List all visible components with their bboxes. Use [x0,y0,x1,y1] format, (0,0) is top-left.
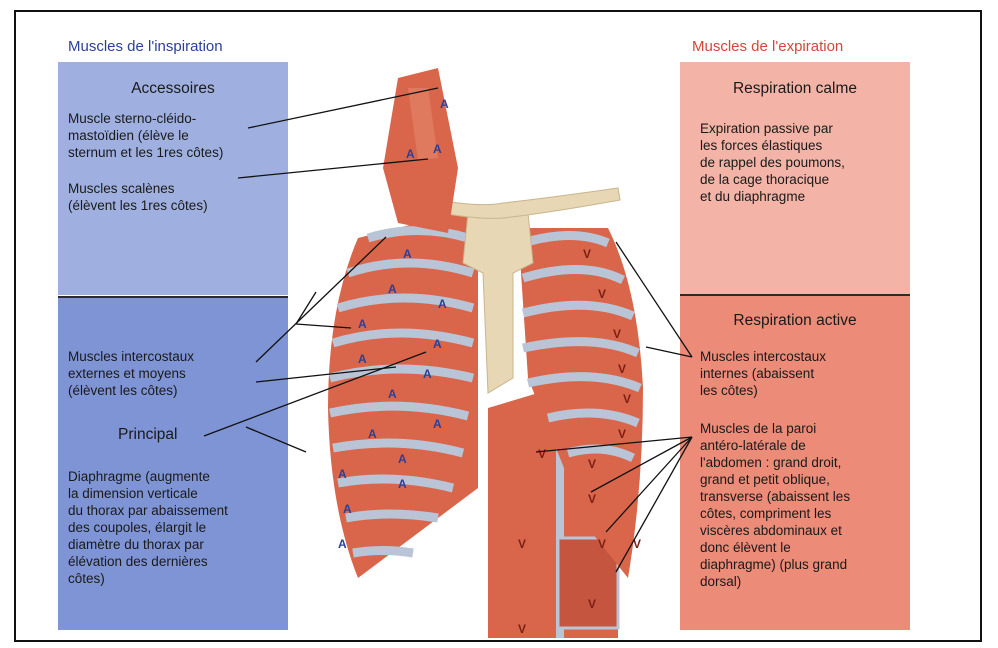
svg-text:V: V [518,537,526,551]
svg-text:V: V [588,597,596,611]
svg-text:V: V [598,287,606,301]
svg-text:V: V [583,247,591,261]
svg-text:V: V [598,537,606,551]
svg-text:V: V [613,327,621,341]
abdominal-wall-description: Muscles de la paroi antéro-latérale de l… [700,420,850,590]
active-heading: Respiration active [680,312,910,329]
external-intercostal-description: Muscles intercostaux externes et moyens … [68,348,194,399]
expiration-title: Muscles de l'expiration [692,38,843,55]
scalene-description: Muscles scalènes (élèvent les 1res côtes… [68,180,208,214]
svg-text:A: A [433,337,442,351]
svg-text:V: V [618,427,626,441]
svg-text:V: V [588,492,596,506]
svg-text:A: A [358,352,367,366]
svg-text:A: A [440,97,449,111]
svg-text:A: A [423,367,432,381]
internal-intercostal-description: Muscles intercostaux internes (abaissent… [700,348,826,399]
svg-text:A: A [343,502,352,516]
figure-frame: Muscles de l'inspiration Muscles de l'ex… [14,10,982,642]
diaphragm-description: Diaphragme (augmente la dimension vertic… [68,468,228,587]
svg-text:A: A [433,417,442,431]
svg-text:A: A [388,282,397,296]
svg-text:V: V [633,537,641,551]
accessory-muscles-panel: Accessoires Muscle sterno-cléido- mastoï… [58,62,288,295]
svg-text:A: A [388,387,397,401]
svg-text:V: V [518,622,526,636]
accessory-heading: Accessoires [58,80,288,97]
svg-text:V: V [538,447,546,461]
active-breathing-panel: Respiration active Muscles intercostaux … [680,294,910,630]
svg-text:V: V [618,362,626,376]
svg-text:A: A [358,317,367,331]
calm-description: Expiration passive par les forces élasti… [700,120,845,205]
svg-text:A: A [398,452,407,466]
svg-text:A: A [398,477,407,491]
principal-heading: Principal [118,426,177,443]
calm-breathing-panel: Respiration calme Expiration passive par… [680,62,910,294]
svg-text:A: A [406,147,415,161]
inspiration-title: Muscles de l'inspiration [68,38,223,55]
clavicles [426,188,620,218]
svg-text:V: V [623,392,631,406]
svg-text:A: A [338,537,347,551]
svg-text:A: A [438,297,447,311]
scm-description: Muscle sterno-cléido- mastoïdien (élève … [68,110,223,161]
svg-text:V: V [588,457,596,471]
svg-text:A: A [338,467,347,481]
svg-text:A: A [433,142,442,156]
svg-text:A: A [403,247,412,261]
svg-text:A: A [368,427,377,441]
principal-muscles-panel: Muscles intercostaux externes et moyens … [58,296,288,630]
calm-heading: Respiration calme [680,80,910,97]
